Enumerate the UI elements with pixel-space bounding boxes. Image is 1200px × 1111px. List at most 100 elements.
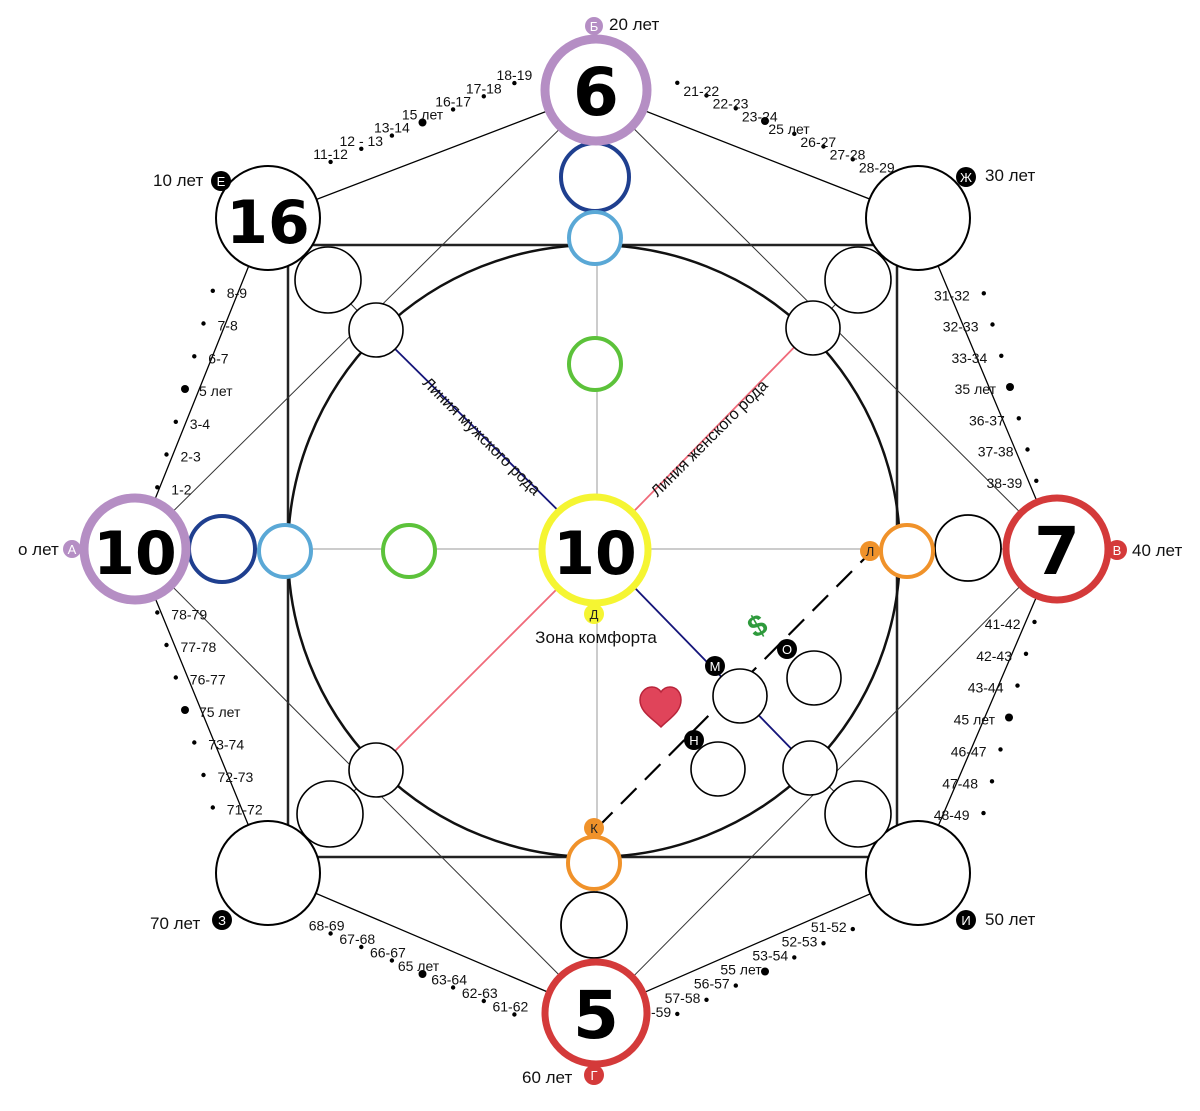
svg-text:Ж: Ж: [960, 170, 972, 185]
age-tick: [328, 931, 333, 936]
age-i: 50 лет: [985, 910, 1035, 929]
corner-circle-z: [215, 820, 321, 926]
badge-b: Б: [585, 17, 603, 35]
money-line: [596, 552, 871, 829]
age-label: 56-57: [694, 976, 730, 992]
age-label: 61-62: [492, 999, 528, 1015]
age-tick: [481, 94, 486, 99]
age-tick: [512, 80, 517, 86]
corner-circle-zh: [865, 165, 971, 271]
svg-text:О: О: [782, 642, 792, 657]
age-tick: [173, 675, 178, 680]
age-label: 45 лет: [954, 712, 996, 728]
age-label: 37-38: [978, 444, 1014, 460]
age-major-tick: [761, 117, 769, 125]
bottom-orange-circle: [566, 835, 622, 891]
age-label: 18-19: [496, 67, 532, 83]
age-major-tick: [181, 385, 189, 393]
svg-text:Б: Б: [590, 19, 599, 34]
age-label: 12 - 13: [340, 133, 384, 149]
age-label: 6-7: [208, 350, 228, 366]
age-label: 41-42: [985, 616, 1021, 632]
top-light-blue-circle: [567, 210, 623, 266]
age-tick: [359, 944, 364, 950]
bottom-outer-circle: [560, 891, 628, 959]
age-tick: [704, 997, 709, 1002]
age-tick: [201, 772, 206, 778]
age-label: 71-72: [227, 802, 263, 818]
age-label: 33-34: [951, 350, 987, 366]
age-label: 62-63: [462, 985, 498, 1001]
point-g-value: 5: [573, 977, 619, 1054]
male-line-label: Линия мужского рода: [419, 375, 544, 500]
age-label: 53-54: [752, 947, 788, 963]
age-label: 26-27: [800, 134, 836, 150]
age-tick: [481, 998, 486, 1004]
age-label: 55 лет: [720, 962, 762, 978]
badge-i: И: [956, 910, 976, 930]
age-label: 38-39: [986, 475, 1022, 491]
point-a-value: 10: [93, 519, 177, 589]
age-label: 17-18: [466, 80, 502, 96]
age-tick: [792, 131, 797, 136]
age-label: 42-43: [976, 648, 1012, 664]
left-dark-blue-circle: [187, 514, 257, 584]
age-label: 16-17: [435, 93, 471, 109]
age-label: 36-37: [969, 412, 1005, 428]
age-label: 21-22: [683, 83, 719, 99]
age-tick: [733, 983, 738, 988]
diag-circle-e: [348, 302, 404, 358]
age-major-tick: [761, 967, 769, 976]
badge-a: А: [63, 540, 81, 558]
center-circle: [538, 493, 652, 607]
age-tick: [192, 354, 197, 359]
age-tick: [389, 133, 395, 138]
age-label: 3-4: [190, 416, 210, 432]
point-e-value: 16: [226, 188, 310, 258]
corner-circle-e: [215, 165, 321, 271]
o-circle: [786, 650, 842, 706]
svg-text:Н: Н: [689, 733, 698, 748]
age-tick: [389, 958, 395, 963]
svg-text:Л: Л: [866, 544, 875, 559]
badge-l: Л: [860, 541, 880, 561]
age-label: 2-3: [181, 449, 201, 465]
diag-circle-zh: [785, 300, 841, 356]
center-value: 10: [553, 519, 637, 589]
age-label: 15 лет: [402, 107, 444, 123]
age-tick: [450, 107, 456, 112]
svg-text:З: З: [218, 913, 226, 928]
top-green-circle: [567, 336, 623, 392]
age-tick: [733, 106, 738, 111]
age-label: 28-29: [859, 159, 895, 175]
age-tick: [998, 747, 1003, 752]
age-label: 65 лет: [398, 958, 440, 974]
age-tick: [173, 419, 178, 424]
age-tick: [850, 157, 855, 162]
diag-circle-i: [782, 740, 838, 796]
age-major-tick: [1005, 713, 1013, 722]
svg-text:Д: Д: [590, 607, 599, 622]
age-label: 52-53: [782, 933, 818, 949]
age-tick: [450, 985, 456, 990]
age-label: 32-33: [943, 319, 979, 335]
age-tick: [210, 288, 215, 293]
svg-text:Е: Е: [217, 174, 226, 189]
right-orange-circle: [879, 523, 935, 579]
svg-text:К: К: [590, 821, 598, 836]
age-tick: [821, 144, 826, 149]
age-tick: [704, 93, 709, 98]
age-tick: [201, 321, 206, 326]
age-tick: [675, 80, 680, 86]
age-v: 40 лет: [1132, 541, 1182, 560]
age-tick: [1025, 447, 1030, 452]
comfort-zone-caption: Зона комфорта: [535, 628, 657, 647]
point-v-value: 7: [1034, 513, 1080, 590]
age-tick: [989, 779, 995, 784]
badge-o: О: [777, 639, 797, 659]
age-tick: [981, 810, 986, 816]
age-b: 20 лет: [609, 15, 659, 34]
top-dark-blue-circle: [559, 141, 631, 213]
age-tick: [999, 353, 1004, 358]
age-tick: [1032, 619, 1037, 625]
